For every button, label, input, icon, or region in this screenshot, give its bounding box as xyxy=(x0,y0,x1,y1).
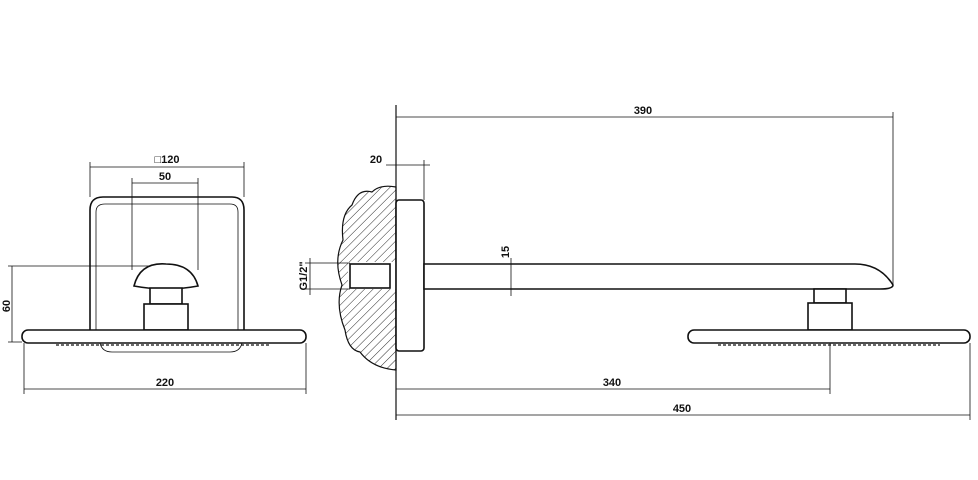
side-connector xyxy=(807,302,853,331)
dim-450: 450 xyxy=(673,403,691,415)
dim-g1-2: G1/2" xyxy=(298,261,310,290)
side-view xyxy=(337,105,971,420)
shower-head-plate xyxy=(21,329,307,344)
dim-390: 390 xyxy=(634,105,652,117)
dim-square-120: □120 xyxy=(155,154,180,166)
dim-50: 50 xyxy=(159,171,171,183)
front-dimensions: □120 50 60 220 xyxy=(1,154,307,394)
dim-20: 20 xyxy=(370,154,382,166)
dim-220: 220 xyxy=(156,377,174,389)
threaded-fitting xyxy=(349,263,391,289)
dim-340: 340 xyxy=(603,377,621,389)
dim-60: 60 xyxy=(1,300,13,312)
shower-arm xyxy=(423,263,894,290)
connector xyxy=(143,303,189,331)
wall-flange xyxy=(395,199,425,352)
side-swivel-nut xyxy=(813,288,847,304)
front-view xyxy=(21,196,307,353)
side-shower-head-plate xyxy=(687,329,971,344)
side-dimensions: 390 20 G1/2" 15 340 450 xyxy=(298,105,971,420)
dim-15: 15 xyxy=(500,246,512,258)
swivel-nut xyxy=(149,287,183,305)
